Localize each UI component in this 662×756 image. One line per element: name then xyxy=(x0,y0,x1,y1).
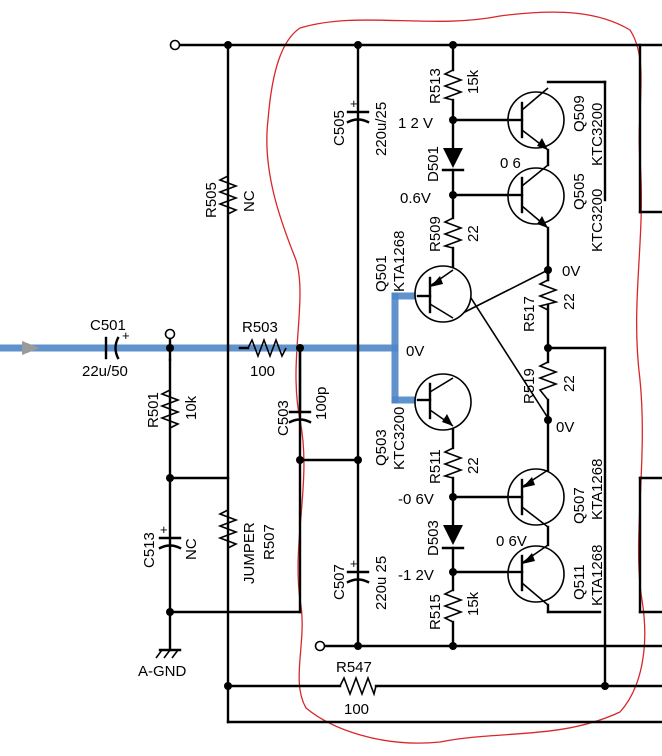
transistor-q501-icon xyxy=(414,265,472,323)
voltage-neg-12v: -1 2V xyxy=(398,567,434,584)
q507-label: Q507 xyxy=(571,487,588,524)
resistor-r513-icon xyxy=(442,69,464,101)
ground-icon xyxy=(155,648,182,659)
voltage-neg-0-6v: -0 6V xyxy=(398,491,434,508)
capacitor-c503-icon xyxy=(288,346,312,424)
q509-label: Q509 xyxy=(571,95,588,132)
capacitor-c507-icon: + xyxy=(346,556,370,584)
r519-value: 22 xyxy=(561,375,578,392)
r507-label: R507 xyxy=(261,524,278,560)
resistor-r519-icon xyxy=(537,361,559,401)
r503-label: R503 xyxy=(242,319,278,336)
transistor-q503-icon xyxy=(414,373,472,431)
wires xyxy=(168,43,662,724)
svg-text:+: + xyxy=(350,556,358,571)
highlight-outline xyxy=(266,11,646,744)
svg-text:+: + xyxy=(350,96,358,111)
q507-type: KTA1268 xyxy=(589,459,606,520)
c507-label: C507 xyxy=(331,564,348,600)
r503-value: 100 xyxy=(250,363,275,380)
r513-label: R513 xyxy=(427,68,444,104)
r517-value: 22 xyxy=(561,293,578,310)
terminal-input xyxy=(164,328,176,340)
r501-label: R501 xyxy=(145,392,162,428)
voltage-06: 0 6 xyxy=(500,155,521,172)
d503-label: D503 xyxy=(425,520,442,556)
c513-value: NC xyxy=(183,538,200,560)
signal-path xyxy=(0,292,422,404)
voltage-0v-input: 0V xyxy=(406,343,424,360)
terminal-bottom xyxy=(314,640,326,652)
r517-label: R517 xyxy=(521,296,538,332)
signal-arrow-icon xyxy=(22,341,40,355)
r515-value: 15k xyxy=(465,591,482,616)
voltage-0-6v: 0.6V xyxy=(400,190,431,207)
r515-label: R515 xyxy=(427,594,444,630)
transistor-q509-icon xyxy=(507,87,565,151)
resistor-r503-icon xyxy=(238,337,287,359)
voltage-0v-bottom: 0V xyxy=(556,419,574,436)
r547-label: R547 xyxy=(336,659,372,676)
transistor-q511-icon xyxy=(507,544,565,606)
c501-label: C501 xyxy=(90,317,126,334)
resistor-r547-icon xyxy=(339,675,377,697)
q503-label: Q503 xyxy=(373,429,390,466)
capacitor-c513-icon: + xyxy=(158,522,182,550)
c505-value: 220u/25 xyxy=(373,102,390,156)
c513-label: C513 xyxy=(141,532,158,568)
q503-type: KTC3200 xyxy=(391,407,408,470)
capacitor-c505-icon: + xyxy=(346,96,370,124)
terminal-top xyxy=(169,39,181,51)
svg-text:+: + xyxy=(122,328,130,343)
diode-d501-icon xyxy=(441,148,465,172)
r505-value: NC xyxy=(241,190,258,212)
d501-label: D501 xyxy=(425,146,442,182)
c505-label: C505 xyxy=(331,110,348,146)
resistor-r515-icon xyxy=(442,589,464,623)
capacitor-c501-icon: + xyxy=(104,328,130,360)
svg-text:+: + xyxy=(160,522,168,537)
r509-value: 22 xyxy=(465,225,482,242)
r519-label: R519 xyxy=(521,368,538,404)
r511-label: R511 xyxy=(427,449,444,484)
resistor-r505-icon xyxy=(217,175,239,215)
q505-type: KTC3200 xyxy=(589,189,606,252)
r507-value: JUMPER xyxy=(241,522,258,584)
r501-value: 10k xyxy=(183,395,200,420)
r513-value: 15k xyxy=(465,69,482,94)
q501-label: Q501 xyxy=(373,255,390,292)
q511-label: Q511 xyxy=(571,564,588,600)
c503-value: 100p xyxy=(313,387,330,420)
r509-label: R509 xyxy=(427,216,444,252)
c507-value: 220u 25 xyxy=(373,556,390,610)
q505-label: Q505 xyxy=(571,173,588,210)
q509-type: KTC3200 xyxy=(589,103,606,166)
q501-type: KTA1268 xyxy=(391,231,408,292)
agnd-label: A-GND xyxy=(138,663,187,680)
r505-label: R505 xyxy=(203,182,220,218)
voltage-0-6v-b: 0 6V xyxy=(496,533,527,550)
r547-value: 100 xyxy=(344,701,369,718)
transistor-q507-icon xyxy=(507,468,565,528)
voltage-12v: 1 2 V xyxy=(398,115,433,132)
c501-value: 22u/50 xyxy=(82,363,128,380)
diode-d503-icon xyxy=(441,525,465,550)
resistor-r509-icon xyxy=(442,217,464,249)
junctions xyxy=(166,41,609,690)
transistor-q505-icon xyxy=(507,164,565,229)
resistor-r507-icon xyxy=(217,509,239,549)
voltage-0v-top: 0V xyxy=(562,263,580,280)
c503-label: C503 xyxy=(275,400,292,436)
resistor-r501-icon xyxy=(159,389,181,429)
resistor-r517-icon xyxy=(537,279,559,311)
r511-value: 22 xyxy=(465,457,482,474)
q511-type: KTA1268 xyxy=(589,545,606,606)
resistor-r511-icon xyxy=(442,447,464,479)
